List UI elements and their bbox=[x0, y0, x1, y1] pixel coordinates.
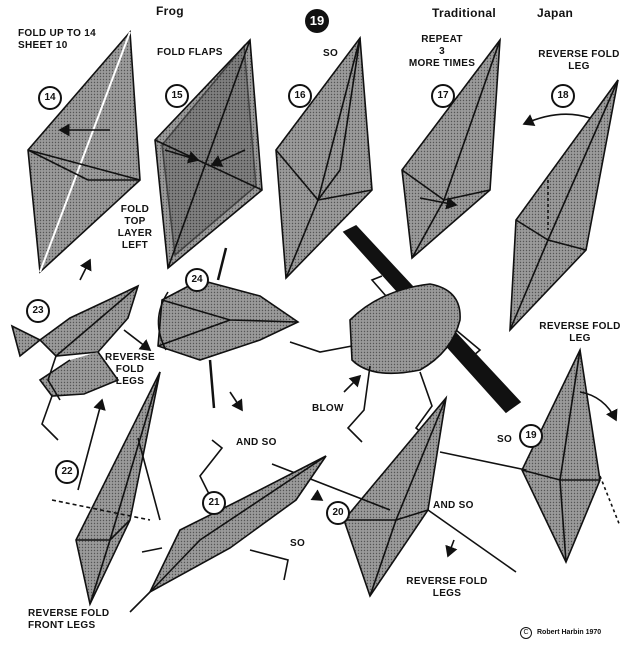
label-reverse-legs-23: REVERSE FOLD LEGS bbox=[105, 352, 155, 387]
figure-step-14 bbox=[27, 30, 141, 274]
step-marker-21: 21 bbox=[202, 491, 226, 515]
figure-step-15 bbox=[154, 38, 263, 270]
figure-step-19 bbox=[439, 347, 621, 564]
figure-inflated-frog bbox=[289, 225, 522, 443]
figure-step-20 bbox=[271, 395, 517, 598]
figure-step-17 bbox=[401, 37, 501, 260]
step-marker-18: 18 bbox=[551, 84, 575, 108]
figure-step-24 bbox=[157, 247, 300, 412]
model-title: Frog bbox=[156, 4, 184, 18]
step-marker-16: 16 bbox=[288, 84, 312, 108]
step-marker-20: 20 bbox=[326, 501, 350, 525]
figure-step-16 bbox=[275, 35, 373, 280]
page-number-badge: 19 bbox=[305, 9, 329, 33]
figure-step-18 bbox=[509, 79, 619, 333]
label-reverse-legs-20: REVERSE FOLD LEGS bbox=[406, 576, 488, 599]
label-reverse-leg-19: REVERSE FOLD LEG bbox=[539, 321, 621, 344]
label-fold-top-layer: FOLD TOP LAYER LEFT bbox=[117, 204, 153, 251]
label-blow: BLOW bbox=[312, 403, 344, 414]
step-marker-19: 19 bbox=[519, 424, 543, 448]
figure-step-21 bbox=[129, 439, 327, 613]
step-marker-14: 14 bbox=[38, 86, 62, 110]
step-marker-15: 15 bbox=[165, 84, 189, 108]
figure-step-22 bbox=[51, 371, 161, 607]
label-so-21: SO bbox=[290, 538, 306, 549]
label-fold-up: FOLD UP TO 14 SHEET 10 bbox=[18, 28, 96, 51]
label-and-so-21: AND SO bbox=[236, 437, 277, 448]
step-marker-22: 22 bbox=[55, 460, 79, 484]
step-marker-17: 17 bbox=[431, 84, 455, 108]
label-repeat: REPEAT 3 MORE TIMES bbox=[408, 34, 476, 69]
credit-text: Robert Harbin 1970 bbox=[537, 629, 602, 636]
label-so-19: SO bbox=[497, 434, 513, 445]
copyright-symbol: C bbox=[520, 627, 532, 639]
origin-label: Japan bbox=[537, 6, 574, 20]
label-and-so-20: AND SO bbox=[433, 500, 474, 511]
label-fold-flaps: FOLD FLAPS bbox=[157, 47, 223, 58]
step-marker-24: 24 bbox=[185, 268, 209, 292]
step-marker-23: 23 bbox=[26, 299, 50, 323]
label-reverse-leg-18: REVERSE FOLD LEG bbox=[538, 49, 620, 72]
style-label: Traditional bbox=[432, 6, 496, 20]
label-so-top: SO bbox=[323, 48, 339, 59]
figure-step-23 bbox=[10, 258, 152, 441]
label-reverse-front-legs: REVERSE FOLD FRONT LEGS bbox=[28, 608, 110, 631]
